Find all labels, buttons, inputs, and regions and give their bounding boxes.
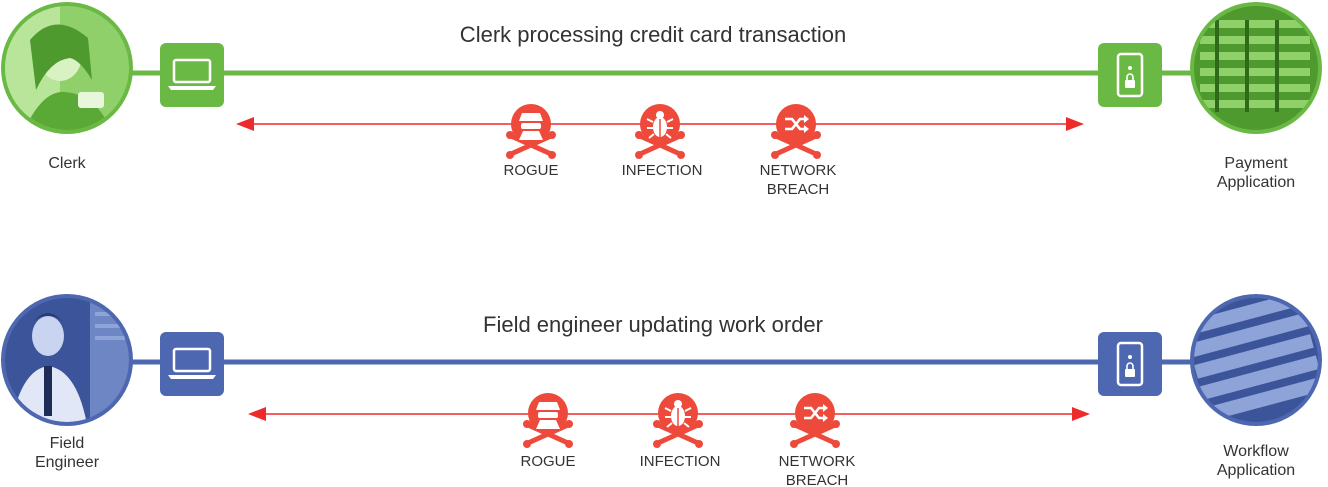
threat-label-rogue: ROGUE	[503, 162, 559, 179]
network-breach-icon	[771, 104, 821, 159]
app-label: Workflow Application	[1216, 443, 1296, 479]
laptop-icon	[160, 332, 224, 396]
user-label: Field Engineer	[34, 435, 100, 471]
threat-label-rogue: ROGUE	[520, 453, 576, 470]
server-blade-photo	[1190, 294, 1322, 426]
rogue-hacker-icon	[523, 393, 573, 448]
threat-label-infection: INFECTION	[639, 453, 721, 470]
flow-title: Clerk processing credit card transaction	[459, 22, 847, 47]
infection-bug-icon	[635, 104, 685, 159]
user-label: Clerk	[48, 155, 86, 172]
threat-label-network-breach: NETWORK BREACH	[778, 453, 856, 487]
threat-label-infection: INFECTION	[621, 162, 703, 179]
field-engineer-photo	[1, 294, 133, 426]
app-label: Payment Application	[1216, 155, 1296, 191]
server-rack-photo	[1190, 2, 1322, 134]
rogue-hacker-icon	[506, 104, 556, 159]
clerk-photo	[1, 2, 133, 134]
server-lock-icon	[1098, 43, 1162, 107]
flow-title: Field engineer updating work order	[483, 312, 823, 337]
laptop-icon	[160, 43, 224, 107]
infection-bug-icon	[653, 393, 703, 448]
threat-label-network-breach: NETWORK BREACH	[759, 162, 837, 198]
server-lock-icon	[1098, 332, 1162, 396]
network-breach-icon	[790, 393, 840, 448]
